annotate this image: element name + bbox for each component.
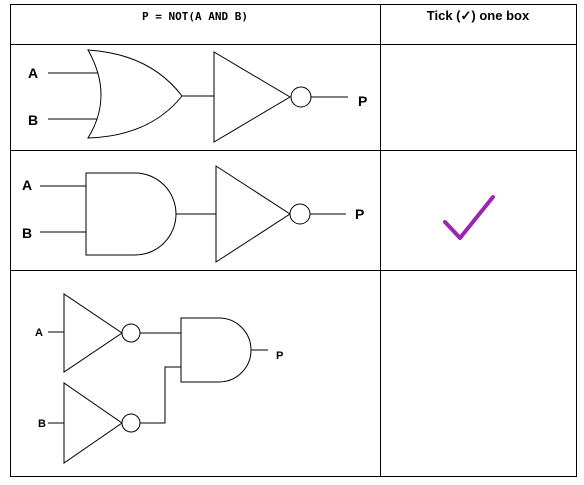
and-gate bbox=[180, 317, 252, 383]
input-b-label: B bbox=[22, 225, 32, 241]
circuit-and-not: A B P bbox=[22, 165, 364, 263]
not-bubble bbox=[290, 86, 312, 108]
output-p-label: P bbox=[355, 206, 364, 222]
not-gate-b bbox=[63, 382, 123, 464]
not-bubble bbox=[289, 203, 311, 225]
circuit-not-not-and: A B P bbox=[35, 293, 283, 464]
not-bubble-b bbox=[121, 413, 141, 433]
check-mark-icon[interactable] bbox=[443, 195, 495, 240]
and-gate bbox=[85, 172, 177, 256]
input-a-label: A bbox=[28, 65, 38, 81]
not-gate bbox=[215, 165, 291, 263]
input-a-label: A bbox=[35, 327, 43, 339]
or-gate bbox=[87, 49, 183, 139]
header-expression: P = NOT(A AND B) bbox=[142, 10, 248, 23]
not-bubble-a bbox=[121, 323, 141, 343]
header-tick-instruction: Tick (✓) one box bbox=[427, 8, 530, 23]
not-gate-a bbox=[63, 293, 123, 373]
output-p-label: P bbox=[358, 93, 367, 109]
output-p-label: P bbox=[276, 350, 283, 362]
input-b-label: B bbox=[28, 112, 38, 128]
table-grid bbox=[10, 4, 577, 477]
input-b-label: B bbox=[38, 418, 46, 430]
circuit-or-not: A B P bbox=[28, 49, 367, 143]
not-gate bbox=[213, 51, 291, 143]
input-a-label: A bbox=[22, 177, 32, 193]
